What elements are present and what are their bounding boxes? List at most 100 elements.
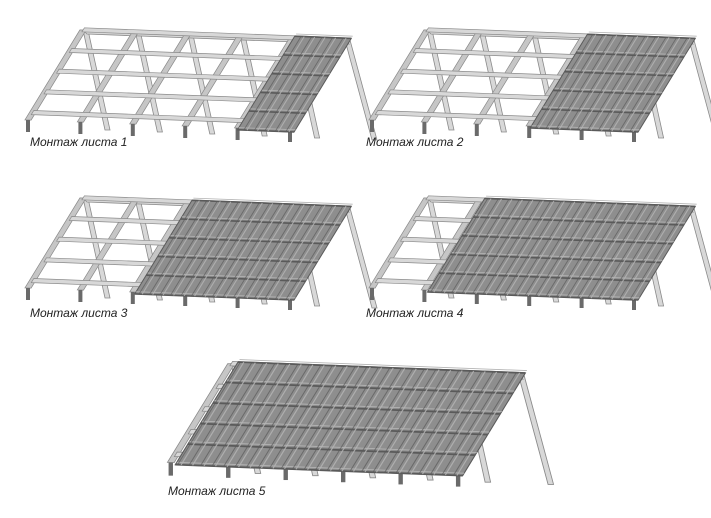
tile-wave (267, 205, 326, 300)
tile-wave (238, 364, 302, 468)
tile-wave (475, 199, 534, 295)
panel-caption: Монтаж листа 4 (366, 306, 464, 320)
tile-wave-shadow (566, 35, 625, 130)
tile-wave (621, 205, 681, 300)
tile-wave-shadow (264, 205, 323, 300)
tile-step (541, 108, 650, 115)
back-rafter (688, 207, 711, 292)
tile-wave (611, 37, 670, 132)
tile-wave (257, 36, 316, 131)
tile-wave (192, 362, 256, 466)
tile-wave (341, 368, 406, 472)
panel-caption: Монтаж листа 2 (366, 135, 464, 149)
tile-wave (267, 37, 326, 132)
support-post (235, 296, 240, 308)
tile-step-highlight (542, 106, 652, 112)
tile-wave (496, 200, 555, 295)
tile-wave-shadow (212, 203, 270, 298)
tile-wave-shadow (618, 205, 677, 300)
tile-wave-shadow (188, 362, 253, 466)
tile-wave (527, 201, 586, 297)
tile-wave (580, 203, 639, 299)
tile-wave-shadow (285, 205, 344, 300)
back-rafter (688, 39, 711, 124)
tile-wave (375, 369, 440, 473)
roof-diagram (24, 195, 378, 310)
tile-wave-shadow (597, 204, 656, 299)
tile-wave (485, 200, 544, 295)
tile-wave (246, 36, 305, 131)
panel-caption: Монтаж листа 5 (168, 484, 266, 498)
tile-wave-shadow (451, 199, 510, 294)
support-post (130, 124, 135, 136)
roof-diagram (166, 359, 555, 487)
tile-step-highlight (486, 195, 697, 205)
panel-caption: Монтаж листа 3 (30, 306, 128, 320)
tile-wave-shadow (430, 198, 489, 293)
tile-wave-shadow (243, 204, 302, 299)
tile-wave-shadow (503, 201, 562, 296)
rafter (24, 29, 87, 121)
metal-tile-sheets (236, 33, 353, 133)
tile-wave (548, 202, 607, 297)
tile-wave-shadow (407, 370, 471, 474)
support-post (370, 288, 374, 300)
support-post (474, 292, 479, 304)
tile-wave (173, 201, 232, 296)
tile-wave-shadow (629, 37, 688, 132)
tile-wave (569, 203, 628, 298)
tile-step (587, 33, 696, 40)
tile-wave (183, 201, 242, 297)
tile-wave-shadow (177, 361, 241, 466)
back-rafter (517, 374, 555, 485)
tile-wave-shadow (246, 364, 310, 468)
support-post (226, 464, 231, 478)
support-post (579, 296, 584, 308)
support-post (422, 290, 427, 302)
support-post (632, 298, 636, 310)
tile-step-highlight (577, 50, 686, 56)
tile-wave (464, 199, 523, 294)
tile-wave (318, 367, 383, 471)
tile-wave-shadow (243, 36, 302, 131)
tile-wave (246, 204, 305, 299)
support-post (527, 126, 532, 138)
tile-wave-shadow (608, 205, 667, 300)
tile-wave (456, 372, 521, 476)
support-post (183, 294, 188, 306)
roof-diagram (24, 27, 378, 142)
tile-wave-shadow (285, 37, 344, 132)
tile-wave (162, 201, 221, 296)
tile-wave-shadow (159, 201, 218, 296)
support-post (183, 126, 188, 138)
tile-wave (559, 203, 618, 298)
tile-wave (421, 371, 486, 475)
tile-wave (257, 204, 316, 299)
tile-wave (329, 367, 394, 471)
tile-wave (517, 201, 576, 296)
tile-wave (277, 205, 337, 300)
roof-diagram (368, 195, 711, 310)
tile-wave (226, 363, 291, 467)
tile-wave-shadow (514, 201, 573, 296)
tile-step-highlight (296, 33, 353, 37)
tile-wave-shadow (372, 369, 437, 473)
tile-wave (433, 371, 498, 475)
tile-step (575, 52, 684, 58)
tile-wave-shadow (629, 205, 688, 300)
tile-wave (352, 368, 417, 472)
tile-wave (454, 199, 513, 294)
panel-2 (364, 22, 711, 146)
tile-wave-shadow (535, 202, 593, 297)
tile-wave-shadow (430, 371, 494, 475)
tile-wave (538, 34, 597, 129)
panel-caption: Монтаж листа 1 (30, 135, 128, 149)
tile-wave-shadow (440, 198, 499, 293)
tile-wave-shadow (597, 36, 656, 131)
tile-wave-shadow (200, 362, 264, 466)
tile-wave (236, 203, 295, 299)
tile-wave-shadow (274, 205, 333, 300)
metal-tile-sheets (426, 195, 697, 301)
tile-wave (410, 370, 475, 474)
tile-wave-shadow (292, 366, 356, 470)
